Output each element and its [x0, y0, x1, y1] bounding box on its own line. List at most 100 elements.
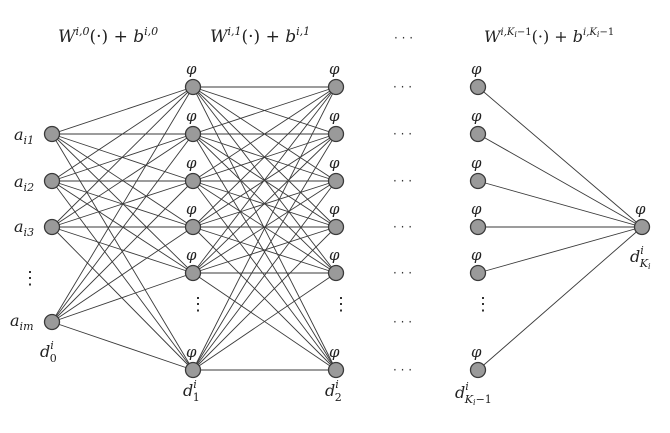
connection-edge [477, 180, 643, 228]
activation-label: φ [471, 200, 482, 218]
hidden-node [184, 172, 202, 190]
input-node [43, 218, 61, 236]
activation-label: φ [186, 154, 197, 172]
connection-edge [477, 226, 643, 371]
activation-label: φ [186, 246, 197, 264]
layer0-formula: Wi,0(·) + bi,0 [58, 25, 158, 47]
activation-label: φ [471, 60, 482, 78]
hidden-node [184, 125, 202, 143]
input-node [43, 313, 61, 331]
activation-label: φ [471, 343, 482, 361]
connection-edge [192, 272, 337, 371]
activation-label: φ [471, 246, 482, 264]
hidden-node [327, 264, 345, 282]
input-node [43, 125, 61, 143]
connection-edge [192, 226, 337, 371]
input-label: aim [10, 311, 34, 333]
row-ellipsis: · · · [393, 174, 412, 188]
hidden-node [327, 361, 345, 379]
hidden-node [327, 78, 345, 96]
activation-label: φ [471, 107, 482, 125]
activation-label: φ [186, 343, 197, 361]
connection-edge [51, 180, 194, 323]
activation-label: φ [186, 107, 197, 125]
connection-edge [51, 321, 194, 371]
activation-label: φ [329, 200, 340, 218]
connection-edge [192, 86, 337, 182]
connection-edge [192, 86, 337, 274]
activation-label: φ [186, 200, 197, 218]
hidden-node [184, 264, 202, 282]
connection-edge [192, 180, 337, 371]
connection-edge [192, 86, 337, 228]
hidden-node [327, 172, 345, 190]
connection-edge [51, 86, 194, 323]
activation-label: φ [329, 154, 340, 172]
labels: Wi,0(·) + bi,0 Wi,1(·) + bi,1 · · · Wi,K… [10, 25, 651, 407]
connection-edge [51, 133, 194, 274]
row-ellipsis: · · · [393, 80, 412, 94]
hidden-node [184, 218, 202, 236]
column-vdots: ⋮ [474, 294, 492, 315]
activation-label: φ [186, 60, 197, 78]
connection-edge [51, 272, 194, 323]
connection-edge [192, 86, 337, 135]
hidden-node [469, 78, 487, 96]
connection-edge [51, 86, 194, 182]
column-vdots: ⋮ [189, 294, 207, 315]
connection-edge [51, 86, 194, 135]
row-ellipsis: · · · [393, 220, 412, 234]
connection-edge [192, 226, 337, 274]
connection-edge [192, 133, 337, 371]
input-vdots: ⋮ [21, 268, 39, 289]
row-ellipsis: · · · [393, 363, 412, 377]
connection-edge [477, 226, 643, 274]
row-ellipsis: · · · [393, 266, 412, 280]
hidden-node [469, 361, 487, 379]
last-layer-formula: Wi,Ki−1(·) + bi,Ki−1 [484, 27, 614, 46]
connection-edge [477, 133, 643, 228]
hidden-node [469, 264, 487, 282]
connection-edge [51, 133, 194, 323]
input-label: ai1 [14, 125, 34, 147]
hidden-node [184, 361, 202, 379]
activation-label: φ [471, 154, 482, 172]
column-vdots: ⋮ [332, 294, 350, 315]
row-ellipsis: · · · [393, 315, 412, 329]
hidden-node [327, 125, 345, 143]
hidden-node [327, 218, 345, 236]
output-node [633, 218, 651, 236]
connection-edge [51, 86, 194, 228]
header-ellipsis: · · · [394, 31, 413, 45]
hidden-node [469, 172, 487, 190]
row-ellipsis: · · · [393, 127, 412, 141]
neuron-nodes [43, 78, 651, 379]
hidden-node [469, 125, 487, 143]
connection-edge [51, 180, 194, 371]
layer1-formula: Wi,1(·) + bi,1 [210, 25, 310, 47]
hidden-node [469, 218, 487, 236]
connection-edge [477, 86, 643, 228]
activation-label: φ [329, 107, 340, 125]
connection-edge [51, 133, 194, 228]
activation-label: φ [635, 200, 646, 218]
connection-edge [192, 86, 337, 371]
connection-edge [51, 226, 194, 274]
activation-label: φ [329, 246, 340, 264]
connection-edge [51, 226, 194, 323]
input-node [43, 172, 61, 190]
activation-label: φ [329, 60, 340, 78]
connection-edge [192, 180, 337, 274]
connection-edges [51, 86, 643, 371]
input-label: ai2 [14, 172, 34, 194]
input-label: ai3 [14, 217, 34, 239]
activation-label: φ [329, 343, 340, 361]
hidden-node [184, 78, 202, 96]
connection-edge [51, 226, 194, 371]
